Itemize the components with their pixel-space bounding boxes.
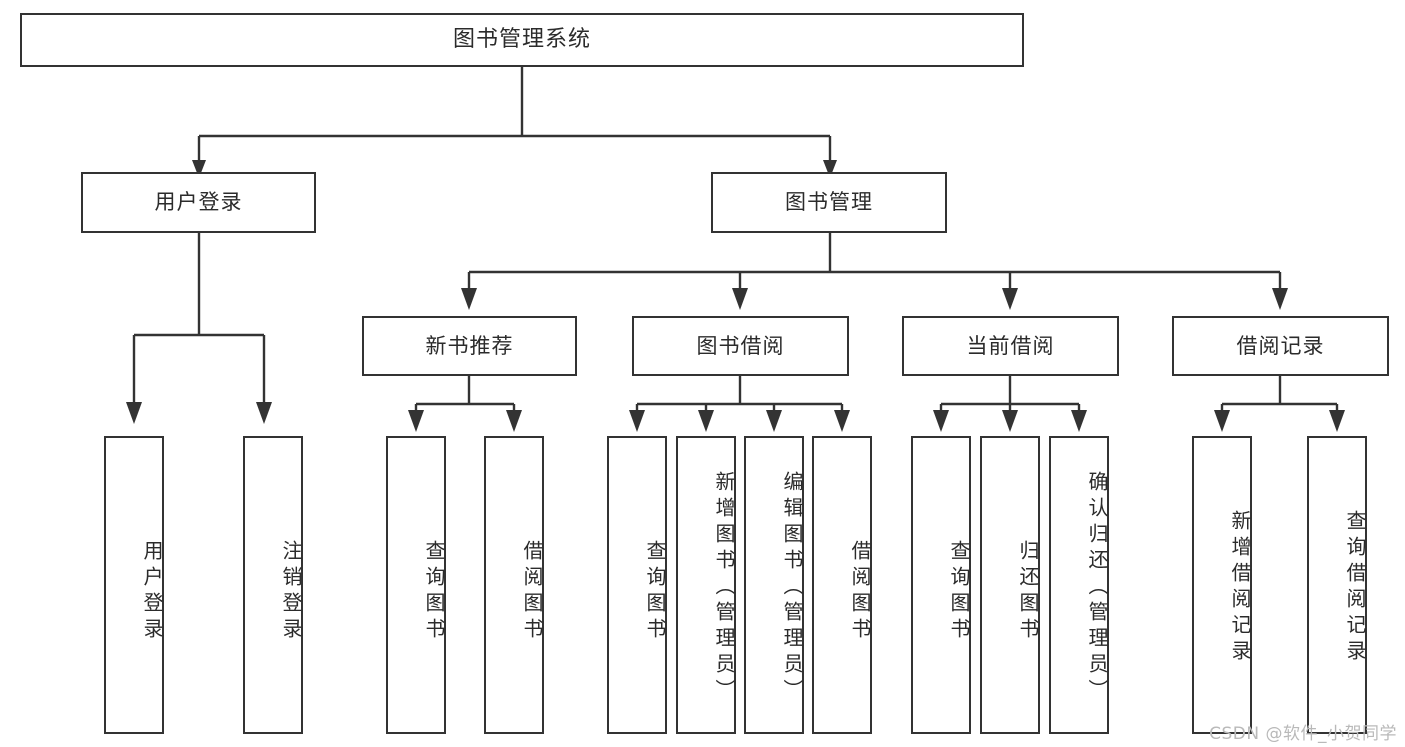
arrow-to-borrow-record: [1272, 288, 1288, 310]
arrow-to-leaf-query-borrow-record: [1329, 410, 1345, 432]
wire-book-borrow-to-leaves: [635, 375, 844, 412]
node-leaf-query-book-borrow[interactable]: 查询图书: [607, 436, 667, 734]
arrow-to-leaf-confirm-return-admin: [1071, 410, 1087, 432]
node-leaf-logout-login[interactable]: 注销登录: [243, 436, 303, 734]
wire-borrow-record-to-leaves: [1220, 375, 1339, 412]
arrow-to-leaf-add-borrow-record: [1214, 410, 1230, 432]
node-leaf-edit-book-admin[interactable]: 编辑图书（管理员）: [744, 436, 804, 734]
node-leaf-user-login[interactable]: 用户登录: [104, 436, 164, 734]
node-leaf-add-borrow-record[interactable]: 新增借阅记录: [1192, 436, 1252, 734]
arrow-to-leaf-user-login: [126, 402, 142, 424]
wire-root-to-level2: [197, 67, 832, 162]
arrow-to-leaf-borrow-book-1: [506, 410, 522, 432]
wire-current-borrow-to-leaves: [939, 375, 1081, 412]
node-leaf-borrow-book-recommend[interactable]: 借阅图书: [484, 436, 544, 734]
node-leaf-confirm-return-admin[interactable]: 确认归还（管理员）: [1049, 436, 1109, 734]
node-leaf-query-book-recommend[interactable]: 查询图书: [386, 436, 446, 734]
arrow-to-leaf-query-book-1: [408, 410, 424, 432]
node-leaf-return-book[interactable]: 归还图书: [980, 436, 1040, 734]
arrow-to-leaf-query-book-3: [933, 410, 949, 432]
node-root-book-management-system[interactable]: 图书管理系统: [20, 13, 1024, 67]
arrow-to-leaf-edit-book-admin: [766, 410, 782, 432]
node-leaf-add-book-admin[interactable]: 新增图书（管理员）: [676, 436, 736, 734]
node-current-borrow[interactable]: 当前借阅: [902, 316, 1119, 376]
node-leaf-borrow-book-borrow[interactable]: 借阅图书: [812, 436, 872, 734]
arrow-to-leaf-query-book-2: [629, 410, 645, 432]
wire-user-login-to-leaves: [132, 232, 266, 404]
arrow-to-leaf-logout-login: [256, 402, 272, 424]
csdn-watermark: CSDN @软件_小贺同学: [1209, 724, 1397, 744]
node-new-book-recommend[interactable]: 新书推荐: [362, 316, 577, 376]
arrow-to-new-book-recommend: [461, 288, 477, 310]
node-book-manage[interactable]: 图书管理: [711, 172, 947, 233]
arrow-to-current-borrow: [1002, 288, 1018, 310]
node-book-borrow[interactable]: 图书借阅: [632, 316, 849, 376]
node-leaf-query-book-current[interactable]: 查询图书: [911, 436, 971, 734]
node-leaf-query-borrow-record[interactable]: 查询借阅记录: [1307, 436, 1367, 734]
node-user-login[interactable]: 用户登录: [81, 172, 316, 233]
wire-book-manage-to-level3: [467, 232, 1282, 290]
arrow-to-book-borrow: [732, 288, 748, 310]
wire-new-book-recommend-to-leaves: [414, 375, 516, 412]
node-borrow-record[interactable]: 借阅记录: [1172, 316, 1389, 376]
arrow-to-leaf-return-book: [1002, 410, 1018, 432]
arrow-to-leaf-borrow-book-2: [834, 410, 850, 432]
arrow-to-leaf-add-book-admin: [698, 410, 714, 432]
